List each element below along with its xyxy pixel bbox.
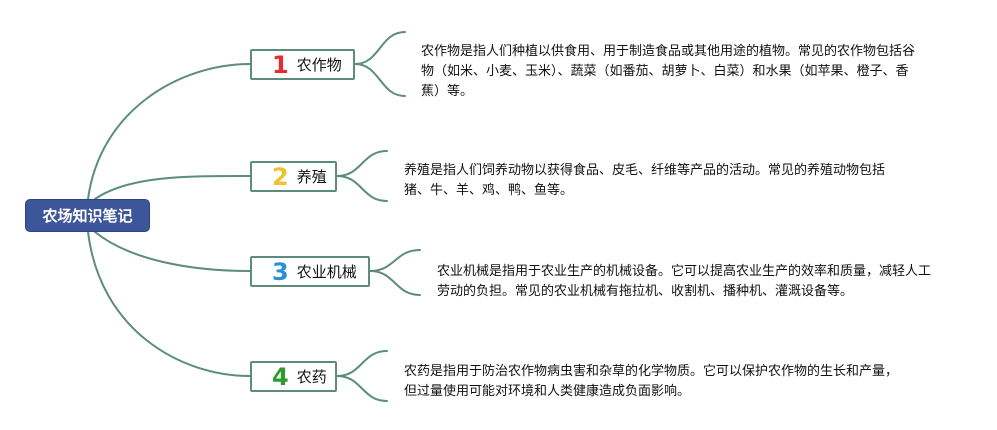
number-4-icon: 4 <box>272 362 289 391</box>
bracket-2-top <box>336 150 388 177</box>
branch-title: 农作物 <box>296 56 342 74</box>
branch-node-crops[interactable]: 1 农作物 <box>250 49 355 80</box>
number-2-icon: 2 <box>272 162 289 191</box>
branch-title: 养殖 <box>296 168 327 186</box>
bracket-2-bottom <box>336 175 388 202</box>
number-1-icon: 1 <box>272 50 289 79</box>
branch-title: 农药 <box>296 368 327 386</box>
bracket-4-bottom <box>336 375 388 402</box>
branch-node-pesticide[interactable]: 4 农药 <box>250 361 337 392</box>
branch-description-pesticide: 农药是指用于防治农作物病虫害和杂草的化学物质。它可以保护农作物的生长和产量，但过… <box>404 364 899 399</box>
connector-branch-3 <box>94 231 251 272</box>
branch-node-machinery[interactable]: 3 农业机械 <box>250 256 370 287</box>
branch-description-breeding: 养殖是指人们饲养动物以获得食品、皮毛、纤维等产品的活动。常见的养殖动物包括猪、牛… <box>404 163 886 198</box>
connector-branch-1 <box>87 63 251 200</box>
branch-title: 农业机械 <box>296 263 357 281</box>
connector-branch-2 <box>94 174 251 200</box>
bracket-4-top <box>336 350 388 377</box>
bracket-3-top <box>369 249 421 272</box>
branch-node-breeding[interactable]: 2 养殖 <box>250 161 337 192</box>
root-node[interactable]: 农场知识笔记 <box>25 199 150 232</box>
branch-description-crops: 农作物是指人们种植以供食用、用于制造食品或其他用途的植物。常见的农作物包括谷物（… <box>421 44 916 99</box>
branch-description-machinery: 农业机械是指用于农业生产的机械设备。它可以提高农业生产的效率和质量，减轻人工劳动… <box>437 264 932 299</box>
connector-branch-4 <box>87 231 251 377</box>
number-3-icon: 3 <box>272 257 289 286</box>
bracket-1-top <box>354 31 406 65</box>
bracket-1-bottom <box>354 63 406 97</box>
root-label: 农场知识笔记 <box>42 207 133 225</box>
bracket-3-bottom <box>369 270 421 296</box>
